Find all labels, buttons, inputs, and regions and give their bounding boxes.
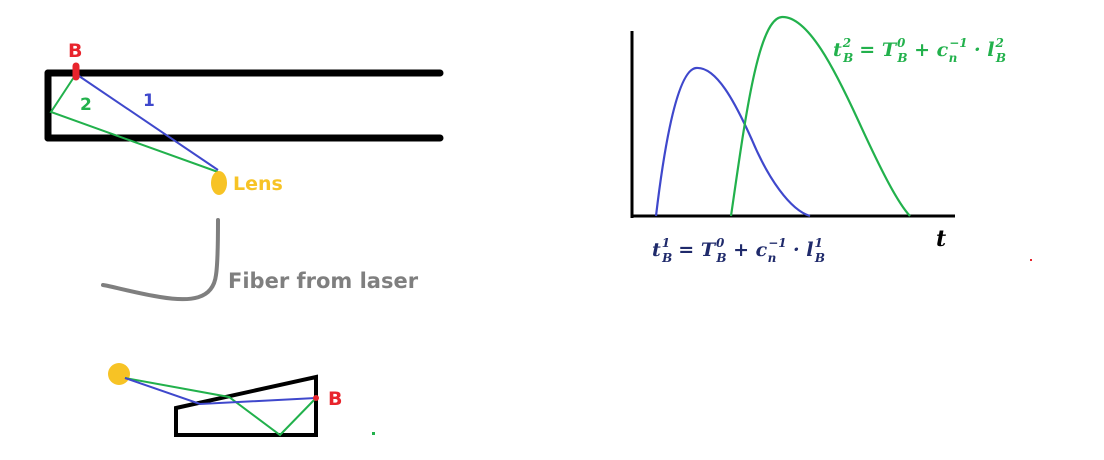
ray-1-label: 1 [143,91,155,111]
wedge-blue-ray [124,377,317,406]
wedge-shape [174,374,318,437]
ray-1-path [75,73,219,171]
wedge-diagram: B [108,363,375,437]
pulse-curve-2 [729,15,911,217]
ray-2-path [49,73,219,173]
x-axis-label: t [936,226,946,252]
point-b-label: B [68,40,82,62]
source-dot [108,363,130,385]
pulse-curve-1 [654,66,811,218]
wedge-green-ray [124,377,317,437]
stray-red-dot [1030,259,1032,261]
fiber-label: Fiber from laser [228,269,419,293]
wedge-point-b-marker [313,395,319,401]
stray-dot [372,432,375,435]
lens-label: Lens [233,173,283,195]
lens-shape [211,171,227,195]
fiber-from-laser [101,218,220,302]
wedge-point-b-label: B [328,388,342,410]
waveguide-diagram: B 1 2 Lens Fiber from laser [44,40,444,302]
ray-2-label: 2 [80,95,92,115]
